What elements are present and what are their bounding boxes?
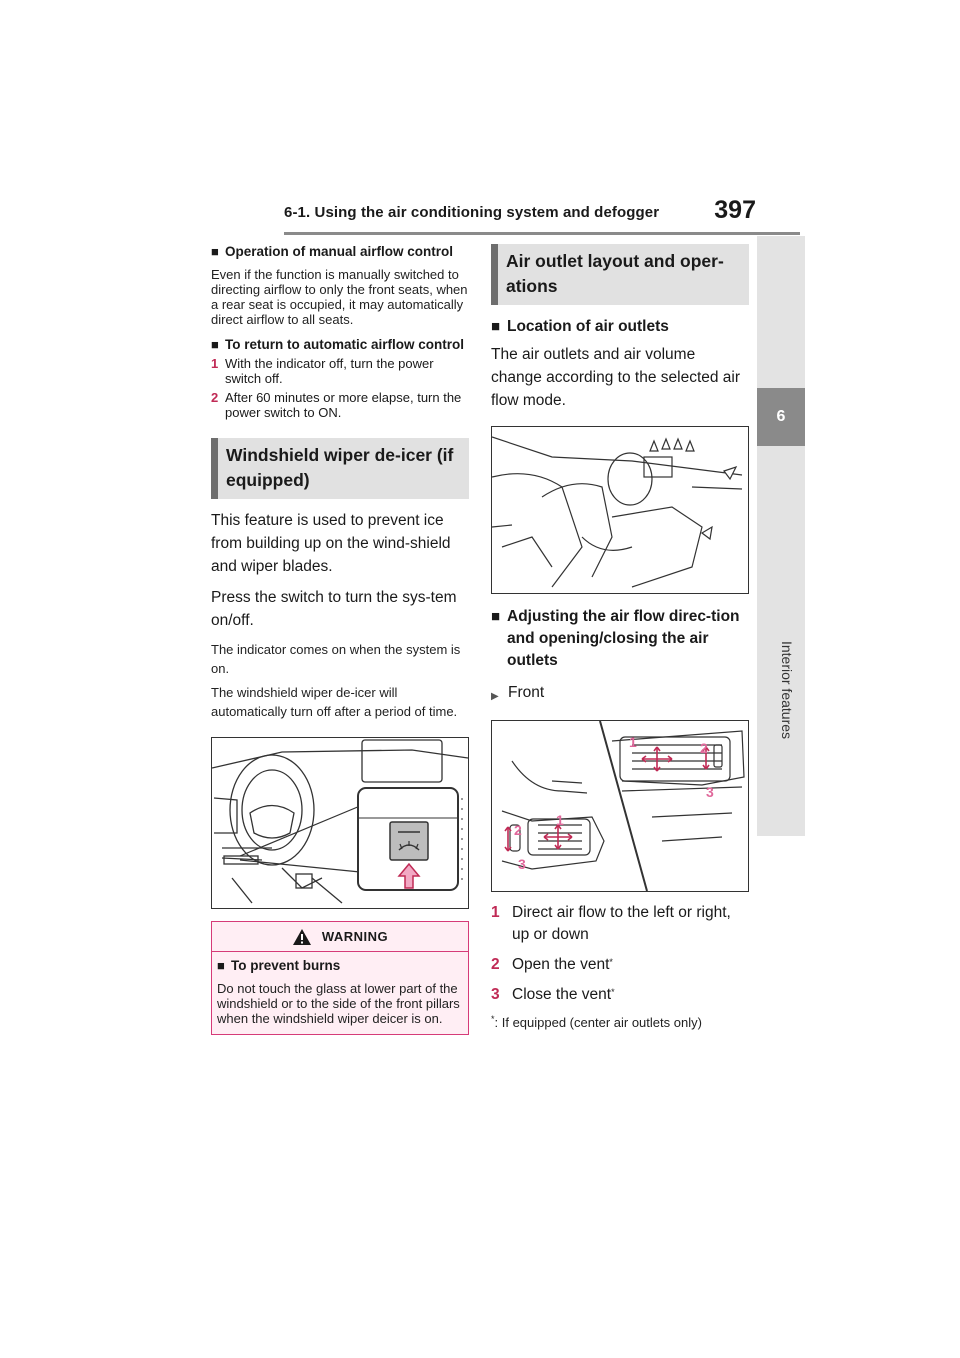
- callout-3-upper: 3: [706, 784, 714, 800]
- step-item: 1 Direct air flow to the left or right, …: [491, 904, 731, 943]
- location-heading: ■ Location of air outlets: [491, 318, 669, 335]
- callout-1-upper: 1: [629, 734, 637, 750]
- air-outlet-section-heading: Air outlet layout and oper-ations: [491, 244, 749, 305]
- footnote: *: If equipped (center air outlets only): [491, 1014, 702, 1030]
- callout-3-lower: 3: [518, 856, 526, 872]
- deicer-note-1: The indicator comes on when the system i…: [211, 642, 461, 676]
- page-header: 6-1. Using the air conditioning system a…: [284, 196, 800, 236]
- deicer-body-1: This feature is used to prevent ice from…: [211, 512, 451, 575]
- auto-airflow-heading: ■ To return to automatic airflow control: [211, 337, 465, 352]
- callout-2-lower: 2: [514, 822, 522, 838]
- header-rule: [284, 232, 800, 235]
- step-item: 2 Open the vent*: [491, 956, 613, 973]
- square-bullet-icon: ■: [491, 318, 501, 335]
- chapter-tab-bar: [757, 236, 805, 836]
- manual-airflow-text: Even if the function is manually switche…: [211, 267, 468, 327]
- front-vents-illustration: 1 2 3 1 2 3: [491, 720, 749, 892]
- warning-subheading: ■ To prevent burns: [217, 958, 341, 973]
- warning-triangle-icon: [292, 928, 311, 945]
- auto-airflow-steps: 1 With the indicator off, turn the power…: [211, 356, 469, 420]
- warning-title: WARNING: [321, 929, 389, 944]
- manual-airflow-heading: ■ Operation of manual airflow control: [211, 244, 454, 259]
- step-item: 1 With the indicator off, turn the power…: [211, 356, 434, 386]
- callout-2-upper: 2: [700, 740, 708, 756]
- warning-header: WARNING: [212, 922, 468, 952]
- cabin-air-outlets-illustration: [491, 426, 749, 594]
- deicer-switch-illustration: [211, 737, 469, 909]
- dashboard-drawing: [212, 739, 468, 904]
- triangle-bullet-icon: ▶: [491, 691, 499, 702]
- warning-box: WARNING ■ To prevent burns Do not touch …: [211, 921, 469, 1035]
- square-bullet-icon: ■: [211, 244, 219, 259]
- step-item: 3 Close the vent*: [491, 986, 615, 1003]
- chapter-tab-label: Interior features: [779, 640, 795, 740]
- callout-1-lower: 1: [556, 812, 564, 828]
- deicer-body-2: Press the switch to turn the sys-tem on/…: [211, 589, 457, 629]
- vent-steps: 1 Direct air flow to the left or right, …: [491, 902, 749, 1006]
- deicer-section-heading: Windshield wiper de-icer (if equipped): [211, 438, 469, 499]
- location-text: The air outlets and air volume change ac…: [491, 346, 741, 409]
- square-bullet-icon: ■: [491, 608, 501, 625]
- chapter-tab-number[interactable]: 6: [757, 388, 805, 446]
- warning-text: Do not touch the glass at lower part of …: [217, 981, 460, 1026]
- front-vents-drawing: 1 2 3 1 2 3: [501, 721, 745, 891]
- deicer-note-2: The windshield wiper de-icer will automa…: [211, 685, 458, 719]
- left-column: ■ Operation of manual airflow control Ev…: [211, 244, 469, 1035]
- warning-body: ■ To prevent burns Do not touch the glas…: [212, 952, 468, 1034]
- cabin-drawing: [492, 436, 743, 588]
- page-number: 397: [714, 196, 756, 224]
- square-bullet-icon: ■: [217, 958, 225, 973]
- step-item: 2 After 60 minutes or more elapse, turn …: [211, 390, 462, 420]
- square-bullet-icon: ■: [211, 337, 219, 352]
- chapter-title: 6-1. Using the air conditioning system a…: [284, 204, 660, 221]
- adjusting-heading: ■ Adjusting the air flow direc-tion and …: [491, 608, 740, 669]
- front-label: ▶ Front: [491, 682, 749, 708]
- right-column: Air outlet layout and oper-ations ■ Loca…: [491, 244, 749, 1031]
